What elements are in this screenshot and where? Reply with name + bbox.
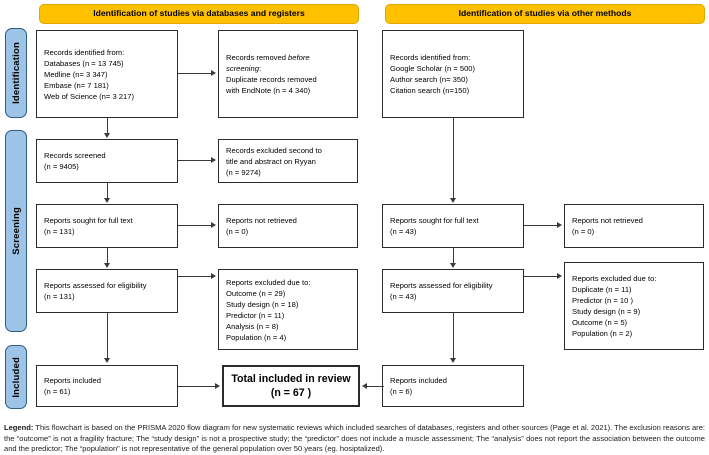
- arrowhead-screened-to-sought: [103, 198, 110, 203]
- node-reports-sought-databases: Reports sought for full text (n = 131): [36, 204, 178, 248]
- connector-included-other-to-total: [367, 386, 384, 388]
- arrowhead-identified-other-to-sought-other: [449, 198, 456, 203]
- node-records-identified-other-methods: Records identified from: Google Scholar …: [382, 30, 524, 118]
- node-reports-not-retrieved-other-methods-text: Reports not retrieved (n = 0): [572, 216, 643, 236]
- node-reports-not-retrieved-other-methods: Reports not retrieved (n = 0): [564, 204, 704, 248]
- connector-assessed-other-to-excluded-other: [524, 276, 557, 278]
- node-records-identified-databases: Records identified from: Databases (n = …: [36, 30, 178, 118]
- node-reports-excluded-databases-text: Reports excluded due to: Outcome (n = 29…: [226, 277, 311, 342]
- node-reports-included-other-methods-text: Reports included (n = 6): [390, 376, 447, 396]
- node-records-removed-before-screening: Records removed before screening: Duplic…: [218, 30, 358, 118]
- connector-sought-other-to-not-retrieved-other: [524, 225, 557, 227]
- node-reports-assessed-databases-text: Reports assessed for eligibility (n = 13…: [44, 281, 147, 301]
- banner-other-methods: Identification of studies via other meth…: [385, 4, 705, 24]
- banner-databases-registers-label: Identification of studies via databases …: [93, 8, 305, 19]
- node-reports-included-databases: Reports included (n = 61): [36, 365, 178, 407]
- node-records-identified-databases-text: Records identified from: Databases (n = …: [44, 47, 134, 101]
- arrowhead-included-databases-to-total: [215, 382, 220, 389]
- arrowhead-identified-to-removed: [211, 69, 216, 76]
- node-reports-not-retrieved-databases: Reports not retrieved (n = 0): [218, 204, 358, 248]
- legend-text: This flowchart is based on the PRISMA 20…: [4, 423, 705, 454]
- arrowhead-included-other-to-total: [362, 382, 367, 389]
- connector-identified-to-screened: [106, 118, 108, 134]
- arrowhead-assessed-to-included-databases: [103, 358, 110, 363]
- node-reports-excluded-other-methods: Reports excluded due to: Duplicate (n = …: [564, 262, 704, 350]
- connector-sought-to-assessed: [106, 248, 108, 264]
- connector-sought-to-not-retrieved: [178, 225, 211, 227]
- node-records-excluded-text: Records excluded second to title and abs…: [226, 145, 322, 177]
- arrowhead-sought-other-to-assessed-other: [449, 263, 456, 268]
- connector-identified-to-removed: [178, 73, 211, 75]
- arrowhead-assessed-other-to-included-other: [449, 358, 456, 363]
- stage-pill-included: Included: [5, 345, 27, 409]
- node-reports-excluded-other-methods-text: Reports excluded due to: Duplicate (n = …: [572, 274, 657, 338]
- node-reports-assessed-other-methods-text: Reports assessed for eligibility (n = 43…: [390, 281, 493, 301]
- banner-databases-registers: Identification of studies via databases …: [39, 4, 359, 24]
- stage-pill-identification: Identification: [5, 28, 27, 118]
- node-reports-excluded-databases: Reports excluded due to: Outcome (n = 29…: [218, 269, 358, 350]
- node-total-included-in-review-text: Total included in review (n = 67 ): [231, 372, 351, 399]
- banner-other-methods-label: Identification of studies via other meth…: [458, 8, 632, 19]
- connector-assessed-other-to-included-other: [452, 313, 454, 359]
- legend-label: Legend:: [4, 423, 34, 432]
- node-records-identified-other-methods-text: Records identified from: Google Scholar …: [390, 53, 476, 95]
- node-reports-not-retrieved-databases-text: Reports not retrieved (n = 0): [226, 216, 297, 236]
- node-reports-included-other-methods: Reports included (n = 6): [382, 365, 524, 407]
- arrowhead-sought-to-not-retrieved: [211, 221, 216, 228]
- node-records-screened-text: Records screened (n = 9405): [44, 151, 106, 171]
- node-records-excluded: Records excluded second to title and abs…: [218, 139, 358, 183]
- stage-label-identification: Identification: [10, 42, 22, 104]
- node-records-screened: Records screened (n = 9405): [36, 139, 178, 183]
- arrowhead-assessed-other-to-excluded-other: [557, 272, 562, 279]
- connector-assessed-to-excluded-databases: [178, 276, 211, 278]
- connector-sought-other-to-assessed-other: [452, 248, 454, 264]
- stage-label-included: Included: [10, 356, 22, 398]
- node-reports-assessed-databases: Reports assessed for eligibility (n = 13…: [36, 269, 178, 313]
- arrowhead-assessed-to-excluded-databases: [211, 272, 216, 279]
- node-total-included-in-review: Total included in review (n = 67 ): [222, 365, 360, 407]
- arrowhead-identified-to-screened: [103, 133, 110, 138]
- stage-pill-screening: Screening: [5, 130, 27, 332]
- node-reports-assessed-other-methods: Reports assessed for eligibility (n = 43…: [382, 269, 524, 313]
- arrowhead-sought-other-to-not-retrieved-other: [557, 221, 562, 228]
- node-reports-sought-databases-text: Reports sought for full text (n = 131): [44, 216, 133, 236]
- node-records-removed-before-screening-text: Records removed before screening: Duplic…: [226, 53, 317, 95]
- node-reports-sought-other-methods-text: Reports sought for full text (n = 43): [390, 216, 479, 236]
- arrowhead-sought-to-assessed: [103, 263, 110, 268]
- connector-screened-to-sought: [106, 183, 108, 199]
- connector-assessed-to-included-databases: [106, 313, 108, 359]
- node-reports-sought-other-methods: Reports sought for full text (n = 43): [382, 204, 524, 248]
- stage-label-screening: Screening: [10, 207, 22, 255]
- node-reports-included-databases-text: Reports included (n = 61): [44, 376, 101, 396]
- connector-screened-to-excluded: [178, 160, 211, 162]
- connector-identified-other-to-sought-other: [452, 118, 454, 199]
- connector-included-databases-to-total: [178, 386, 215, 388]
- arrowhead-screened-to-excluded: [211, 156, 216, 163]
- legend: Legend: This flowchart is based on the P…: [4, 423, 705, 455]
